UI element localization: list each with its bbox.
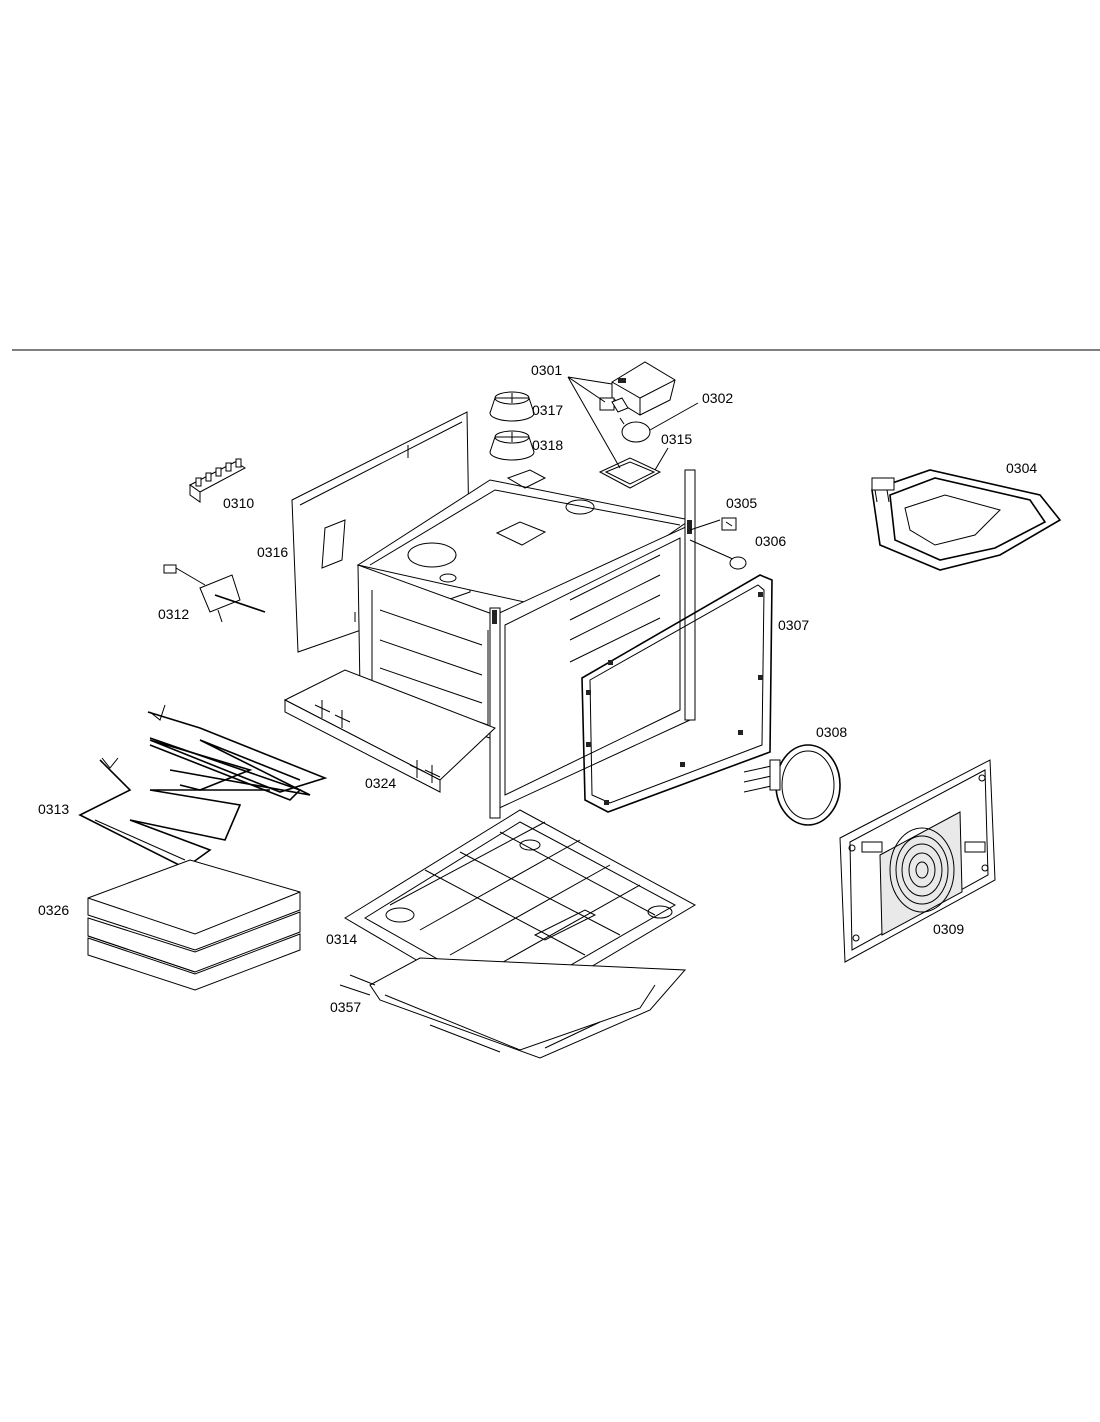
part-0301-lamp-housing (599, 361, 676, 416)
label-0316: 0316 (257, 544, 288, 560)
label-0307: 0307 (778, 617, 809, 633)
part-0326-insulation (87, 859, 301, 991)
label-0312: 0312 (158, 606, 189, 622)
label-0326: 0326 (38, 902, 69, 918)
part-0306-knob (729, 556, 747, 570)
label-0357: 0357 (330, 999, 361, 1015)
label-0324: 0324 (365, 775, 396, 791)
label-0309: 0309 (933, 921, 964, 937)
label-0308: 0308 (816, 724, 847, 740)
part-0304-grill-element (871, 469, 1062, 571)
part-0318-lamp-cover (489, 430, 535, 461)
label-0315: 0315 (661, 431, 692, 447)
label-0313: 0313 (38, 801, 69, 817)
part-0305-knob (721, 517, 737, 531)
label-0314: 0314 (326, 931, 357, 947)
label-0318: 0318 (532, 437, 563, 453)
part-0357-lower-plate (339, 957, 687, 1059)
label-0302: 0302 (702, 390, 733, 406)
part-0307-door-seal (581, 574, 773, 813)
part-0317-lamp-cover (489, 391, 535, 422)
label-0301: 0301 (531, 362, 562, 378)
part-0310-terminal-block (189, 458, 247, 503)
part-0309-rear-panel (839, 759, 996, 963)
label-0310: 0310 (223, 495, 254, 511)
label-0304: 0304 (1006, 460, 1037, 476)
label-0317: 0317 (532, 402, 563, 418)
leader-lines (567, 376, 736, 561)
part-0324-insulation-mat (283, 669, 496, 793)
part-0312-temperature-sensor (163, 564, 266, 623)
part-0315-lamp-glass (598, 457, 662, 489)
part-0308-ring-element (743, 744, 841, 826)
part-0302-bulb (619, 417, 651, 443)
part-oven-cavity (356, 469, 696, 819)
label-0305: 0305 (726, 495, 757, 511)
part-0313-bottom-element (78, 704, 328, 869)
label-0306: 0306 (755, 533, 786, 549)
